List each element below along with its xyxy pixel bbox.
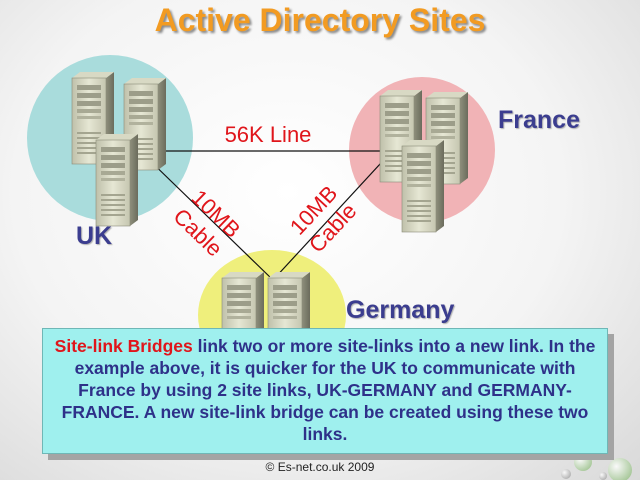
server-tower-icon [95,133,139,227]
decorative-bubbles-icon [561,441,632,480]
slide-title: Active Directory Sites [154,2,486,38]
copyright-notice: © Es-net.co.uk 2009 [265,460,375,474]
site-label-france: France [498,106,580,134]
info-body: link two or more site-links into a new l… [61,336,596,444]
link-label-germany-france: 10MB Cable [285,181,362,258]
link-label-uk-germany: 10MB Cable [169,185,246,262]
site-label-germany: Germany [346,296,455,324]
server-tower-icon [401,139,445,233]
link-uk-germany [139,150,274,281]
link-germany-france [272,150,393,281]
info-text-box: Site-link Bridges link two or more site-… [42,328,608,454]
info-highlight: Site-link Bridges [54,336,193,356]
site-label-uk: UK [76,222,113,250]
link-label-uk-france: 56K Line [225,122,312,147]
